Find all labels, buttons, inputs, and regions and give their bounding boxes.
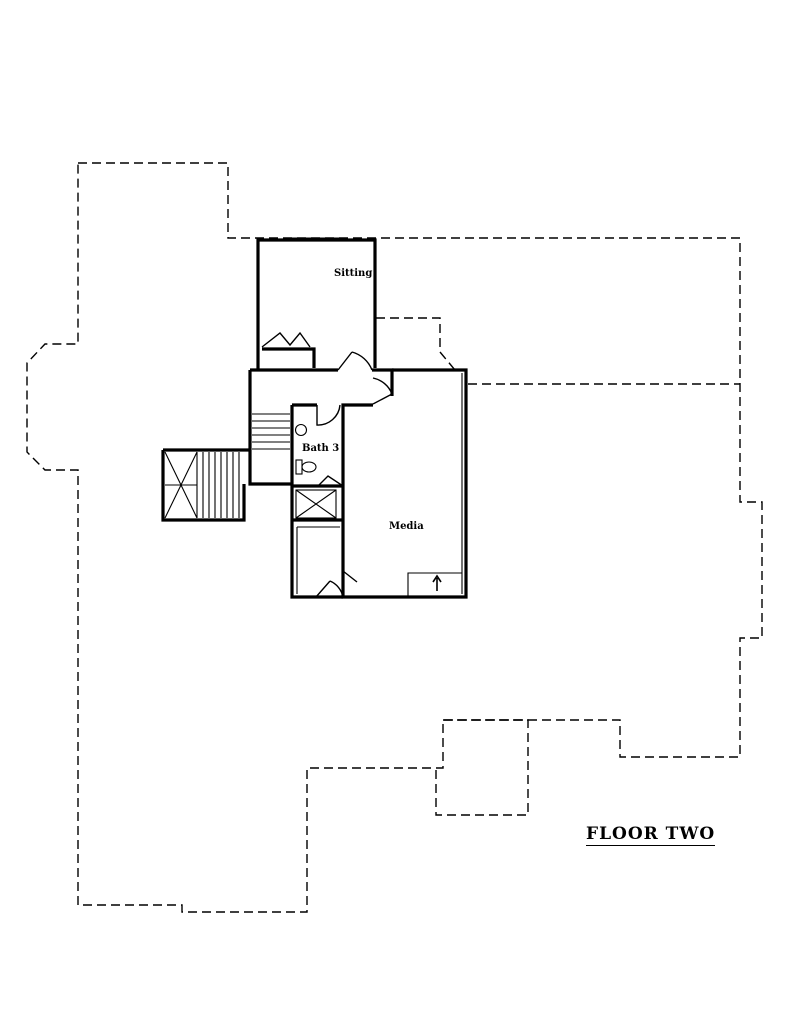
floor-title: FLOOR TWO — [586, 824, 716, 846]
bath-walls — [290, 403, 343, 599]
media-door-swing — [372, 377, 393, 405]
closet-shelf — [296, 526, 340, 594]
shower-pan — [295, 489, 337, 519]
shower-drain-x — [295, 489, 337, 519]
room-label-sitting: Sitting — [334, 268, 373, 279]
lower-floor-outline — [26, 162, 763, 913]
stair-run-upper — [252, 413, 290, 450]
porch-outline — [435, 719, 529, 816]
lavatory-fixture — [294, 423, 308, 437]
sitting-door-swing — [337, 351, 373, 371]
closet-bifold-door — [261, 331, 311, 348]
shower-door — [317, 475, 344, 487]
sitting-room-walls — [256, 238, 377, 370]
arrow-up-icon — [430, 574, 444, 592]
toilet-bowl — [301, 461, 317, 473]
stairwell-walls — [161, 448, 250, 522]
bath-door-swing — [316, 404, 341, 426]
toilet-tank — [295, 459, 303, 475]
room-label-bath: Bath 3 — [302, 443, 340, 454]
closet-wall — [262, 347, 316, 368]
stair-treads — [202, 452, 240, 518]
stairwell-landing-x — [164, 451, 198, 519]
media-cabinet — [407, 572, 462, 597]
room-label-media: Media — [389, 521, 424, 532]
closet-door-swing — [315, 570, 358, 598]
roof-line-notch — [376, 317, 456, 371]
media-room-walls — [341, 368, 468, 599]
landing-walls — [248, 368, 394, 486]
